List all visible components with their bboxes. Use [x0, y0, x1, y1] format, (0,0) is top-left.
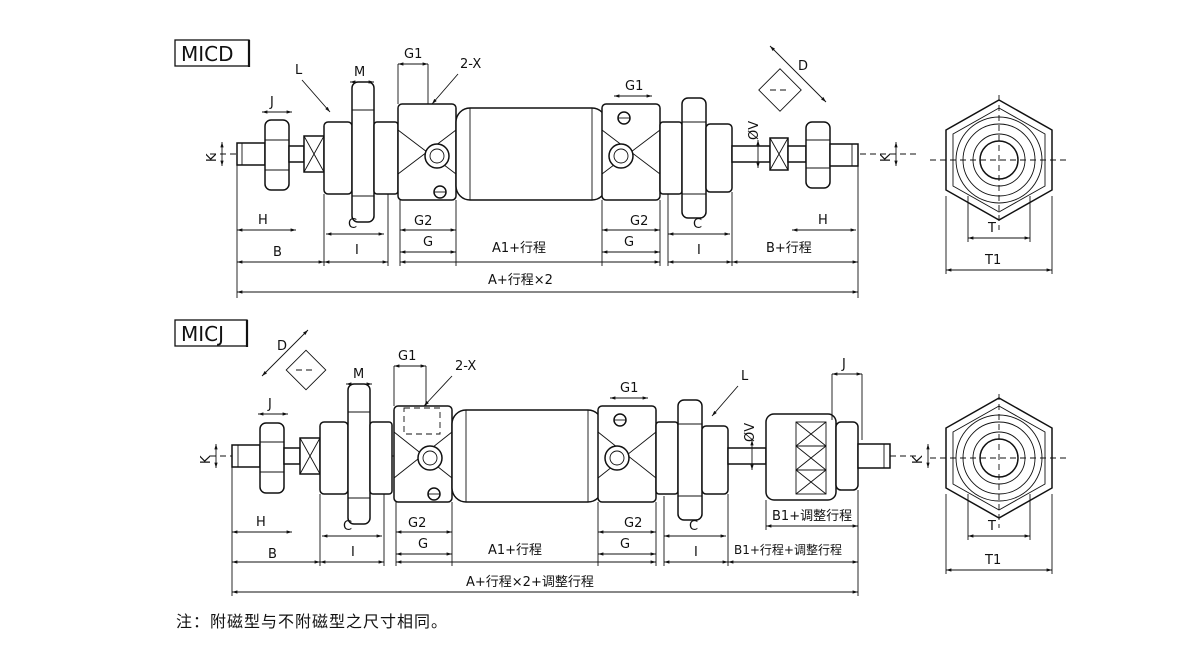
micj-left-rod [231, 422, 321, 494]
footnote: 注：附磁型与不附磁型之尺寸相同。 [176, 612, 449, 631]
micd-C-right-label: C [693, 217, 702, 232]
micd-I-right-label: I [697, 243, 701, 258]
micj-right-cover [655, 399, 729, 521]
micd-right-rod [731, 121, 859, 189]
micj-right-nut [835, 421, 859, 491]
micd-left-nut [264, 119, 290, 191]
micd-B-right-label: B+行程 [766, 241, 812, 256]
micj-model-label: MICJ [181, 322, 224, 346]
micd-G1-right-label: G1 [625, 79, 643, 94]
micj-T1-label: T1 [984, 553, 1001, 568]
micd-M-label: M [354, 65, 365, 80]
micj-wrench-flat-symbol: D [261, 329, 327, 391]
micj-left-nut [259, 422, 285, 494]
micj-G-right-label: G [620, 537, 630, 552]
micd-left-port [424, 143, 450, 169]
micj-right-port [604, 445, 630, 471]
micj-G2-right-label: G2 [624, 516, 642, 531]
micj-right-head [597, 405, 657, 503]
micj-C-right-label: C [689, 519, 698, 534]
micj-B1-total-label: B1+行程+调整行程 [734, 542, 842, 557]
micd-G-right-label: G [624, 235, 634, 250]
micj-J-left-label: J [267, 397, 272, 412]
micd-total-length-label: A+行程×2 [488, 273, 553, 288]
micd-barrel [455, 107, 607, 201]
micj-left-cover [319, 383, 393, 525]
micj-H-label: H [256, 515, 266, 530]
micd-right-mount-nut [681, 97, 707, 219]
micd-G2-right-label: G2 [630, 214, 648, 229]
micd-V-label: ØV [747, 121, 762, 140]
micd-wrench-flat-symbol: D [758, 45, 827, 112]
micj-left-port [417, 445, 443, 471]
micj-right-rod-adjuster [727, 413, 891, 501]
micd-G-left-label: G [423, 235, 433, 250]
micj-K-right-label: K [911, 455, 926, 464]
micj-G-left-label: G [418, 537, 428, 552]
micd-end-view [930, 95, 1070, 230]
micd-D-label: D [798, 59, 808, 74]
micd-right-cover [659, 97, 733, 219]
micj-G2-left-label: G2 [408, 516, 426, 531]
micj-end-view [930, 394, 1070, 528]
micj-barrel [451, 409, 603, 503]
micd-K-right-label: K [879, 153, 894, 162]
micj-adjust-block [765, 413, 837, 501]
micd-I-left-label: I [355, 243, 359, 258]
micd-H-left-label: H [258, 213, 268, 228]
micd-K-left-label: K [205, 153, 220, 162]
micd-A1-label: A1+行程 [492, 241, 546, 256]
micj-total-length-label: A+行程×2+调整行程 [466, 575, 594, 590]
micd-J-label: J [269, 95, 274, 110]
micj-B-label: B [268, 547, 277, 562]
micj-D-label: D [277, 339, 287, 354]
micj-I-left-label: I [351, 545, 355, 560]
micd-B-label: B [273, 245, 282, 260]
micj-V-label: ØV [743, 423, 758, 442]
micj-M-label: M [353, 367, 364, 382]
micj-2X-label: 2-X [455, 359, 476, 374]
micd-left-head [397, 103, 457, 201]
micj-J-right-label: J [841, 357, 846, 372]
micj-I-right-label: I [694, 545, 698, 560]
micd-C-left-label: C [348, 217, 357, 232]
micd-left-cover [323, 81, 399, 223]
micd-G2-left-label: G2 [414, 214, 432, 229]
micd-model-label: MICD [181, 42, 234, 66]
micj-C-left-label: C [343, 519, 352, 534]
micj-T-label: T [987, 519, 996, 534]
micd-right-nut [805, 121, 831, 189]
micj-left-head [393, 405, 453, 503]
micd-section: MICD [174, 39, 1070, 298]
micd-L-label: L [295, 63, 303, 78]
micd-right-head [601, 103, 661, 201]
micj-L-label: L [741, 369, 749, 384]
micd-H-right-label: H [818, 213, 828, 228]
micj-section: MICJ D [174, 319, 1070, 596]
micd-right-port [608, 143, 634, 169]
micj-G1-left-label: G1 [398, 349, 416, 364]
micd-left-rod [236, 119, 325, 191]
micd-T-label: T [987, 221, 996, 236]
micj-K-left-label: K [199, 455, 214, 464]
micd-G1-left-label: G1 [404, 47, 422, 62]
micj-B1-adjust-label: B1+调整行程 [772, 509, 852, 524]
micj-left-mount-nut [347, 383, 371, 525]
micj-right-mount-nut [677, 399, 703, 521]
micj-G1-right-label: G1 [620, 381, 638, 396]
micd-T1-label: T1 [984, 253, 1001, 268]
micd-left-mount-nut [351, 81, 375, 223]
micd-2X-label: 2-X [460, 57, 481, 72]
micj-A1-label: A1+行程 [488, 543, 542, 558]
